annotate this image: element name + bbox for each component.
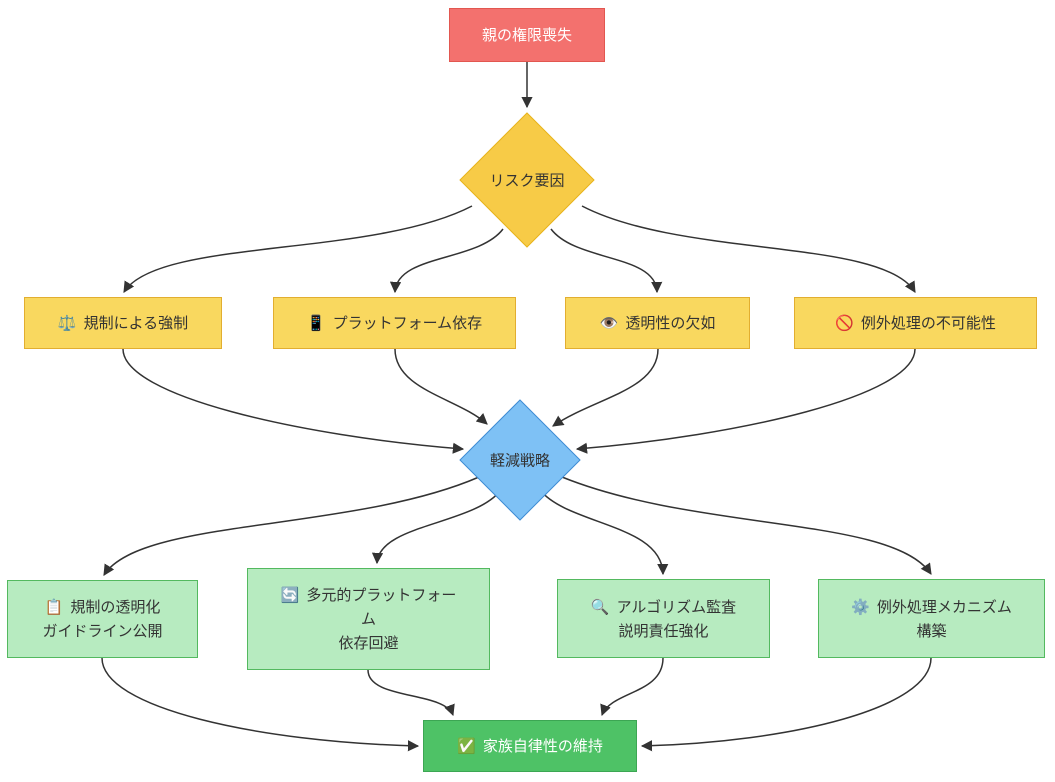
node-platform-dependence: 📱 プラットフォーム依存 xyxy=(273,297,516,349)
node-risk-factors: リスク要因 xyxy=(489,170,564,191)
edge-g3-end xyxy=(600,657,664,717)
edge-risk-y1 xyxy=(123,205,473,293)
eye-icon: 👁️ xyxy=(599,314,619,332)
node-exception-mechanism: ⚙️ 例外処理メカニズム 構築 xyxy=(818,579,1045,658)
node-label: 多元的プラットフォー xyxy=(306,586,457,604)
edge-y1-mitigation xyxy=(122,348,465,454)
node-line: 🔍 アルゴリズム監査 xyxy=(591,595,736,619)
node-mitigation-strategy: 軽減戦略 xyxy=(490,450,550,471)
gear-icon: ⚙️ xyxy=(851,597,870,616)
edge-y4-mitigation xyxy=(575,348,916,454)
cycle-arrows-icon: 🔄 xyxy=(280,586,300,604)
node-exception-impossibility: 🚫 例外処理の不可能性 xyxy=(794,297,1037,349)
node-multi-platform: 🔄 多元的プラットフォー ム 依存回避 xyxy=(247,568,490,670)
check-icon: ✅ xyxy=(457,737,476,755)
node-label: リスク要因 xyxy=(489,171,565,190)
edge-mitigation-g2 xyxy=(371,489,502,565)
node-family-autonomy: ✅ 家族自律性の維持 xyxy=(423,720,637,772)
node-regulation-transparency: 📋 規制の透明化 ガイドライン公開 xyxy=(7,580,198,658)
risk-diamond-shape xyxy=(459,112,595,248)
node-label: 家族自律性の維持 xyxy=(482,737,603,755)
node-label: 規制による強制 xyxy=(83,314,189,332)
edge-mitigation-g3 xyxy=(539,489,669,576)
edge-risk-y4 xyxy=(581,205,916,293)
mitigation-diamond-shape xyxy=(459,399,581,521)
edge-y2-mitigation xyxy=(394,348,488,425)
node-label: ム xyxy=(360,610,376,628)
edge-y3-mitigation xyxy=(552,348,659,427)
magnifier-icon: 🔍 xyxy=(590,597,610,616)
node-line: 📋 規制の透明化 xyxy=(45,595,161,619)
node-line: 📱 プラットフォーム依存 xyxy=(307,311,482,335)
node-label: 例外処理の不可能性 xyxy=(860,314,996,332)
edge-mitigation-g4 xyxy=(561,476,932,575)
node-label: 親の権限喪失 xyxy=(481,26,572,44)
edge-g4-end xyxy=(640,657,932,752)
node-label: ガイドライン公開 xyxy=(42,622,163,640)
node-line: ⚙️ 例外処理メカニズム xyxy=(851,595,1012,619)
node-label: 軽減戦略 xyxy=(489,451,551,470)
node-algorithm-audit: 🔍 アルゴリズム監査 説明責任強化 xyxy=(557,579,770,658)
node-label: 構築 xyxy=(916,621,947,640)
node-lack-of-transparency: 👁️ 透明性の欠如 xyxy=(565,297,750,349)
edge-mitigation-g1 xyxy=(103,476,480,576)
edge-risk-y2 xyxy=(389,228,504,294)
node-label: プラットフォーム依存 xyxy=(332,314,483,332)
edge-g2-end xyxy=(367,669,455,717)
node-label: 透明性の欠如 xyxy=(625,314,716,332)
node-parent-authority-loss: 親の権限喪失 xyxy=(449,8,605,62)
node-regulatory-enforcement: ⚖️ 規制による強制 xyxy=(24,297,222,349)
scales-icon: ⚖️ xyxy=(57,314,77,332)
mobile-phone-icon: 📱 xyxy=(306,314,326,332)
node-line: 🔄 多元的プラットフォー xyxy=(281,583,457,607)
node-label: 例外処理メカニズム xyxy=(876,597,1012,616)
edge-g1-end xyxy=(101,657,420,752)
node-line: 👁️ 透明性の欠如 xyxy=(600,311,716,335)
node-label: 規制の透明化 xyxy=(70,598,161,616)
node-line: ⚖️ 規制による強制 xyxy=(58,311,188,335)
prohibited-icon: 🚫 xyxy=(835,314,854,332)
node-line: ✅ 家族自律性の維持 xyxy=(457,734,603,758)
edge-risk-y3 xyxy=(550,228,663,294)
node-label: 依存回避 xyxy=(338,634,399,652)
clipboard-icon: 📋 xyxy=(44,598,64,616)
node-line: 🚫 例外処理の不可能性 xyxy=(835,311,996,335)
node-label: 説明責任強化 xyxy=(618,621,709,640)
node-label: アルゴリズム監査 xyxy=(616,597,737,616)
